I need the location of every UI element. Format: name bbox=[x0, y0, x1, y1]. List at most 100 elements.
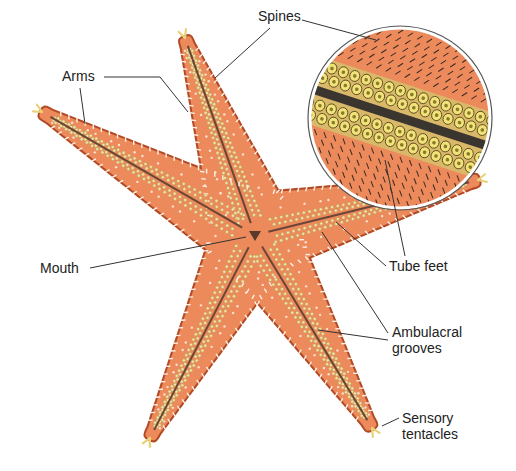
spine bbox=[458, 39, 463, 45]
spine bbox=[359, 387, 364, 389]
tube-foot bbox=[302, 321, 305, 324]
tube-foot bbox=[321, 332, 324, 335]
tube-foot bbox=[226, 205, 229, 208]
tube-foot bbox=[338, 120, 351, 134]
tube-foot bbox=[398, 129, 403, 134]
spine bbox=[173, 224, 177, 226]
tube-foot bbox=[232, 285, 235, 288]
tube-foot bbox=[211, 136, 214, 139]
tube-foot bbox=[316, 349, 319, 352]
spine bbox=[223, 325, 225, 327]
tube-foot bbox=[348, 110, 361, 124]
spine bbox=[500, 70, 505, 76]
tube-foot bbox=[152, 179, 155, 182]
spine bbox=[415, 42, 420, 48]
tube-foot bbox=[281, 258, 284, 261]
tube-foot bbox=[213, 320, 216, 323]
spine bbox=[460, 227, 465, 233]
tube-foot bbox=[222, 135, 225, 138]
tube-foot bbox=[194, 59, 197, 62]
tube-foot bbox=[451, 103, 464, 117]
tube-foot bbox=[417, 91, 430, 105]
spine bbox=[288, 337, 290, 341]
tube-foot bbox=[235, 156, 238, 159]
spine bbox=[382, 15, 387, 21]
spine bbox=[319, 314, 321, 316]
spine bbox=[512, 66, 516, 72]
spine bbox=[474, 215, 479, 221]
spine bbox=[198, 156, 202, 158]
tube-foot bbox=[491, 172, 496, 177]
magnified-view bbox=[268, 0, 516, 238]
spine bbox=[186, 304, 191, 306]
tube-foot bbox=[241, 184, 244, 187]
tube-foot bbox=[253, 260, 256, 263]
spine bbox=[163, 373, 168, 375]
tube-foot bbox=[192, 338, 195, 341]
tube-foot bbox=[182, 182, 185, 185]
spine bbox=[412, 212, 417, 218]
tube-foot bbox=[211, 106, 214, 109]
spine bbox=[150, 191, 152, 193]
tube-foot bbox=[207, 113, 210, 116]
spine bbox=[281, 189, 282, 193]
spine bbox=[305, 257, 308, 260]
spine bbox=[515, 58, 516, 64]
spine bbox=[262, 307, 264, 311]
spine bbox=[363, 9, 368, 15]
leader-line bbox=[322, 232, 388, 333]
spine bbox=[133, 191, 137, 193]
spine bbox=[171, 350, 176, 352]
tube-foot bbox=[231, 227, 234, 230]
spine bbox=[310, 170, 315, 176]
tube-foot bbox=[121, 160, 124, 163]
tube-foot bbox=[123, 155, 126, 158]
tube-foot bbox=[286, 268, 289, 271]
tube-foot bbox=[210, 325, 213, 328]
spine bbox=[230, 178, 232, 183]
spine bbox=[236, 305, 238, 307]
spine bbox=[408, 194, 413, 200]
tube-foot-band bbox=[285, 52, 515, 185]
tube-foot bbox=[192, 54, 195, 57]
spine bbox=[184, 50, 186, 52]
spine bbox=[441, 59, 446, 65]
tube-foot bbox=[485, 154, 498, 168]
spine bbox=[496, 52, 501, 58]
tube-foot bbox=[201, 74, 204, 77]
tube-foot bbox=[215, 199, 218, 202]
tube-foot bbox=[186, 370, 189, 373]
tube-foot bbox=[194, 210, 197, 213]
tube-foot bbox=[199, 322, 202, 325]
spine bbox=[417, 68, 422, 74]
spine bbox=[271, 296, 273, 298]
tube-foot bbox=[205, 335, 208, 338]
tube-foot bbox=[237, 202, 240, 205]
spine bbox=[288, 172, 293, 178]
tube-foot bbox=[452, 157, 465, 171]
leader-line bbox=[80, 88, 85, 124]
tube-foot bbox=[168, 390, 171, 393]
tube-foot bbox=[215, 107, 218, 110]
spine bbox=[377, 158, 382, 164]
spine bbox=[346, 404, 348, 408]
spine bbox=[446, 172, 451, 178]
tube-foot bbox=[348, 69, 361, 83]
tube-foot bbox=[237, 217, 240, 220]
tube-foot bbox=[302, 211, 305, 214]
tube-foot bbox=[273, 243, 276, 246]
spine bbox=[391, 51, 396, 57]
spine bbox=[502, 96, 507, 102]
spine bbox=[429, 64, 434, 70]
tube-foot bbox=[308, 330, 311, 333]
spine bbox=[389, 154, 394, 160]
spine bbox=[182, 159, 184, 164]
tube-foot bbox=[221, 122, 224, 125]
spine bbox=[331, 169, 336, 175]
spine bbox=[443, 52, 448, 58]
spine bbox=[323, 367, 325, 369]
spine bbox=[194, 134, 198, 136]
leader-line bbox=[90, 237, 246, 268]
tube-foot bbox=[203, 106, 206, 109]
spine bbox=[388, 222, 391, 225]
